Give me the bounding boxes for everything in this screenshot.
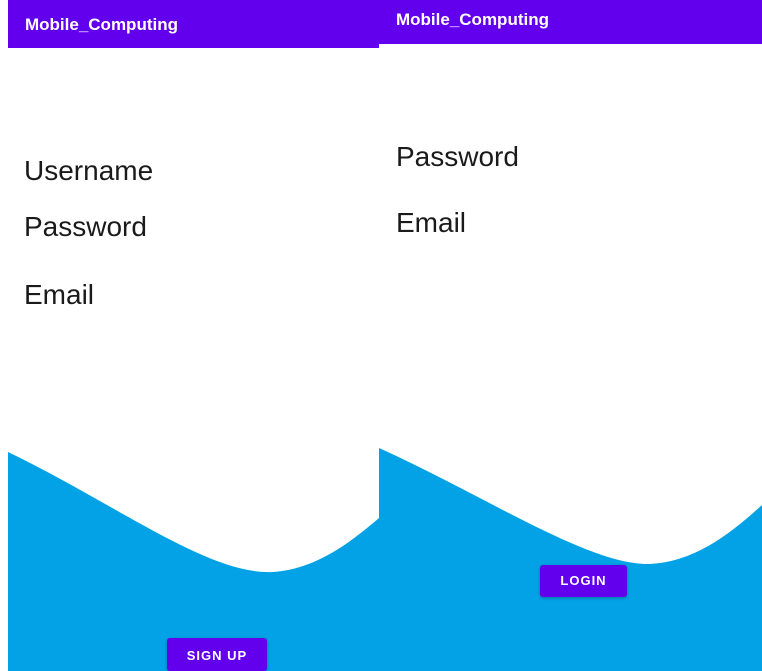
wave-shape <box>379 448 762 671</box>
sign-up-button[interactable]: SIGN UP <box>167 638 267 671</box>
username-field[interactable]: Username <box>24 155 154 186</box>
password-field[interactable]: Password <box>396 141 519 172</box>
app-bar: Mobile_Computing <box>379 0 762 44</box>
blue-wave-background <box>8 452 379 671</box>
email-field[interactable]: Email <box>24 279 95 310</box>
app-title: Mobile_Computing <box>25 15 178 34</box>
wave-shape <box>8 452 379 671</box>
login-button[interactable]: LOGIN <box>540 565 627 597</box>
app-title: Mobile_Computing <box>396 10 549 29</box>
password-field[interactable]: Password <box>24 211 147 242</box>
signup-screen: Mobile_Computing Username Password Email… <box>8 0 379 671</box>
app-bar: Mobile_Computing <box>8 0 379 48</box>
blue-wave-background <box>379 448 762 671</box>
email-field[interactable]: Email <box>396 207 467 238</box>
login-screen: Mobile_Computing Password Email LOGIN <box>379 0 762 671</box>
